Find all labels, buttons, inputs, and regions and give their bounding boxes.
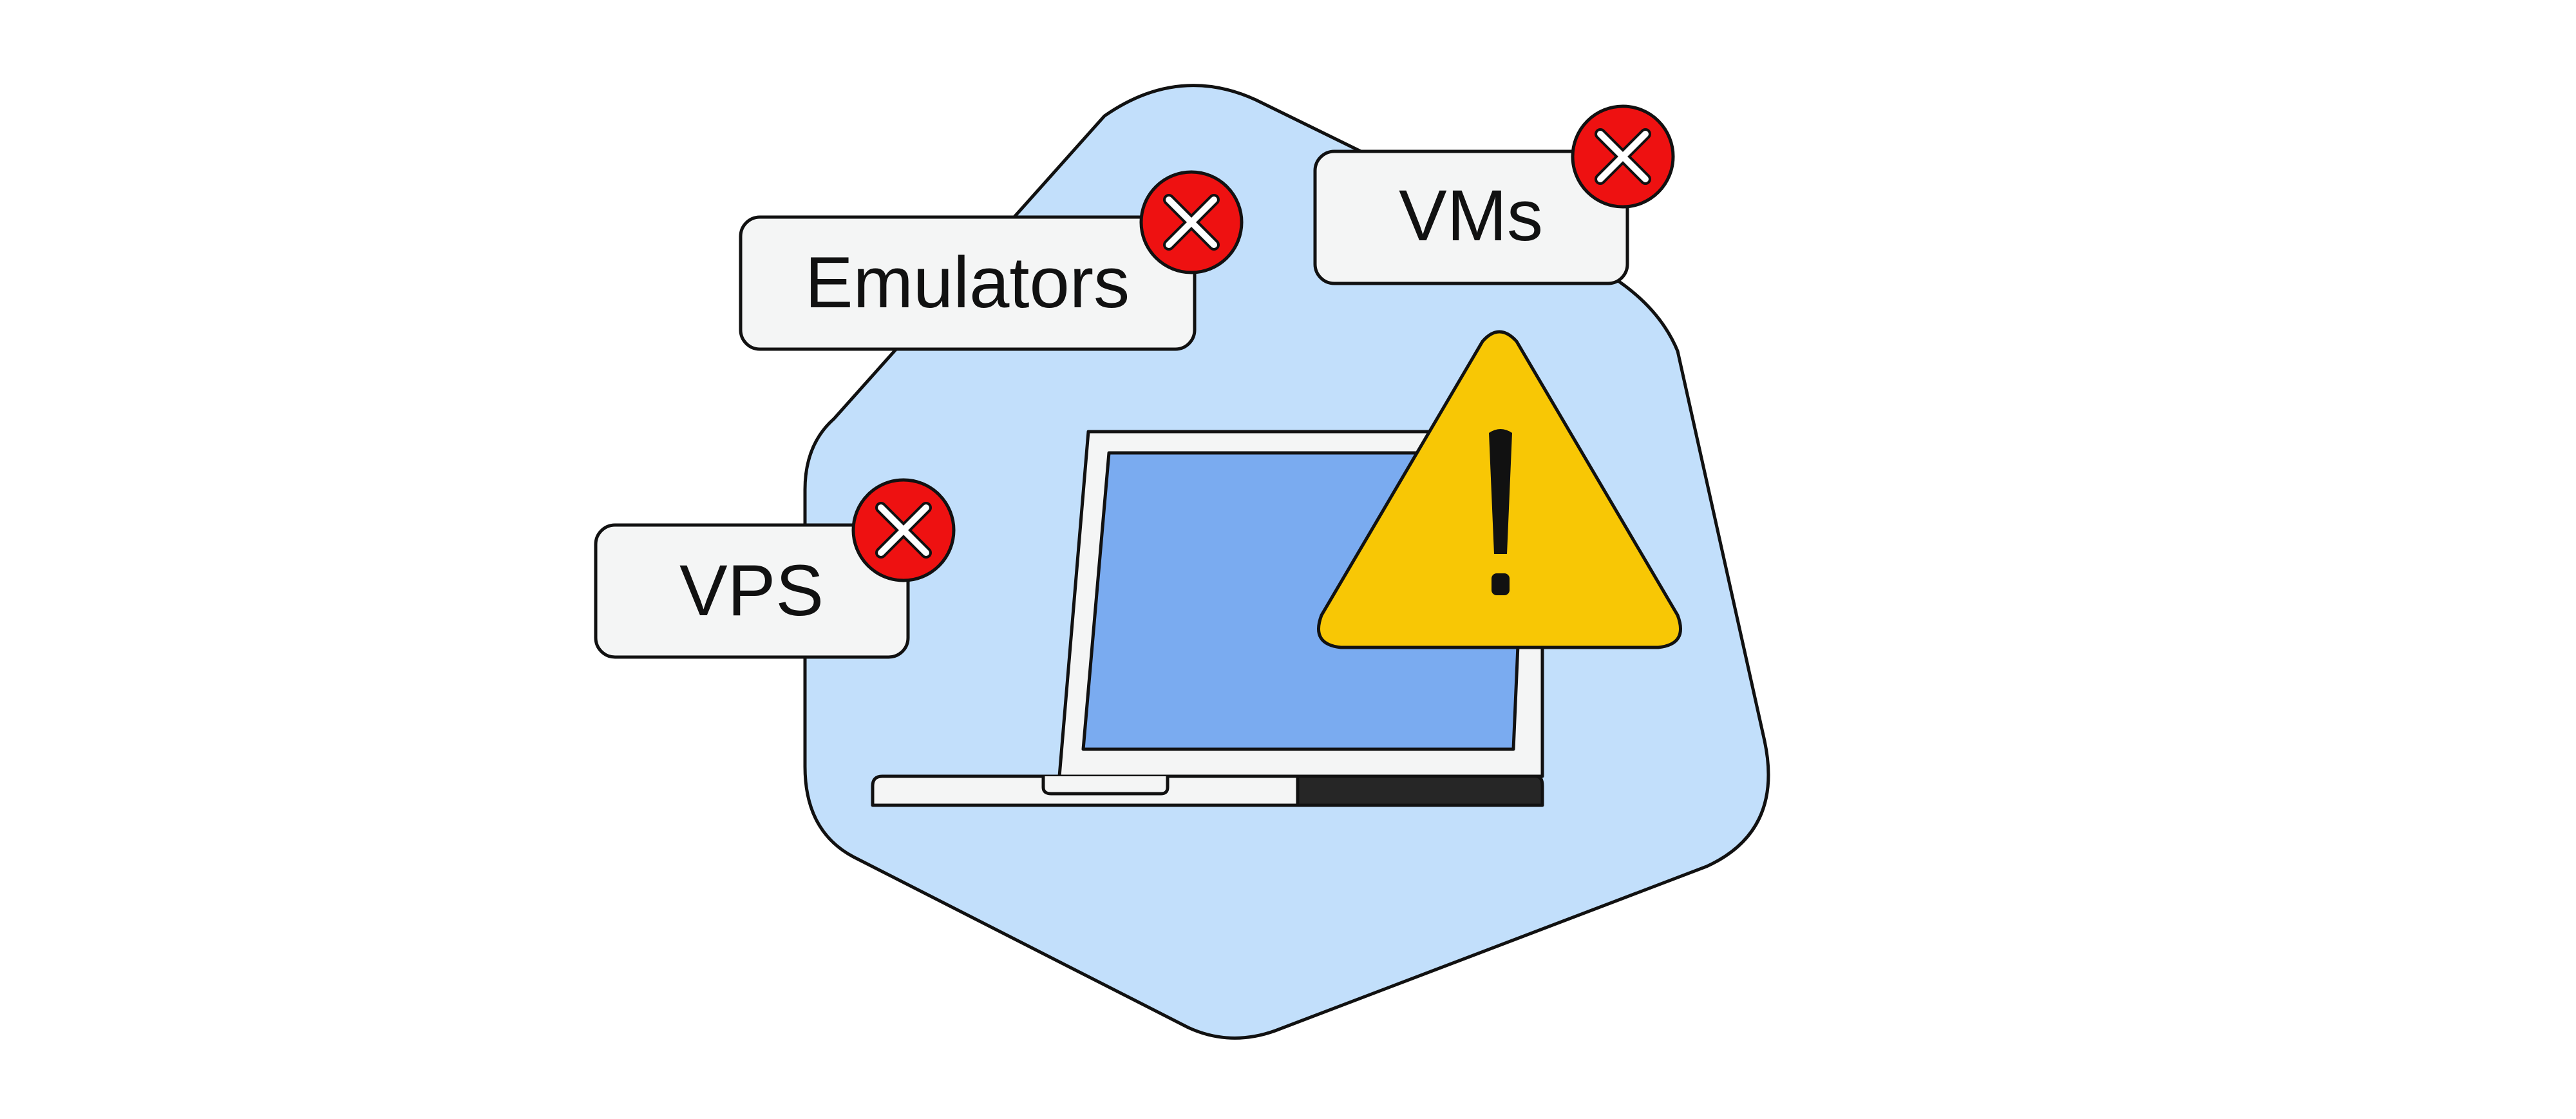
- close-icon[interactable]: [1571, 104, 1675, 209]
- exclamation-dot: [1492, 573, 1510, 595]
- vms-label-text: VMs: [1399, 175, 1543, 256]
- emulators-label-text: Emulators: [805, 242, 1130, 323]
- vms-label: VMs: [1313, 149, 1629, 285]
- vps-label: VPS: [594, 523, 910, 659]
- laptop-base-dark: [1296, 774, 1544, 807]
- close-icon[interactable]: [1139, 170, 1244, 274]
- warning-triangle-icon: [1317, 330, 1682, 649]
- exclamation-bar: [1489, 429, 1512, 554]
- emulators-label: Emulators: [739, 215, 1197, 351]
- close-icon[interactable]: [851, 478, 956, 582]
- laptop-trackpad: [1041, 776, 1170, 796]
- vps-label-text: VPS: [679, 550, 824, 631]
